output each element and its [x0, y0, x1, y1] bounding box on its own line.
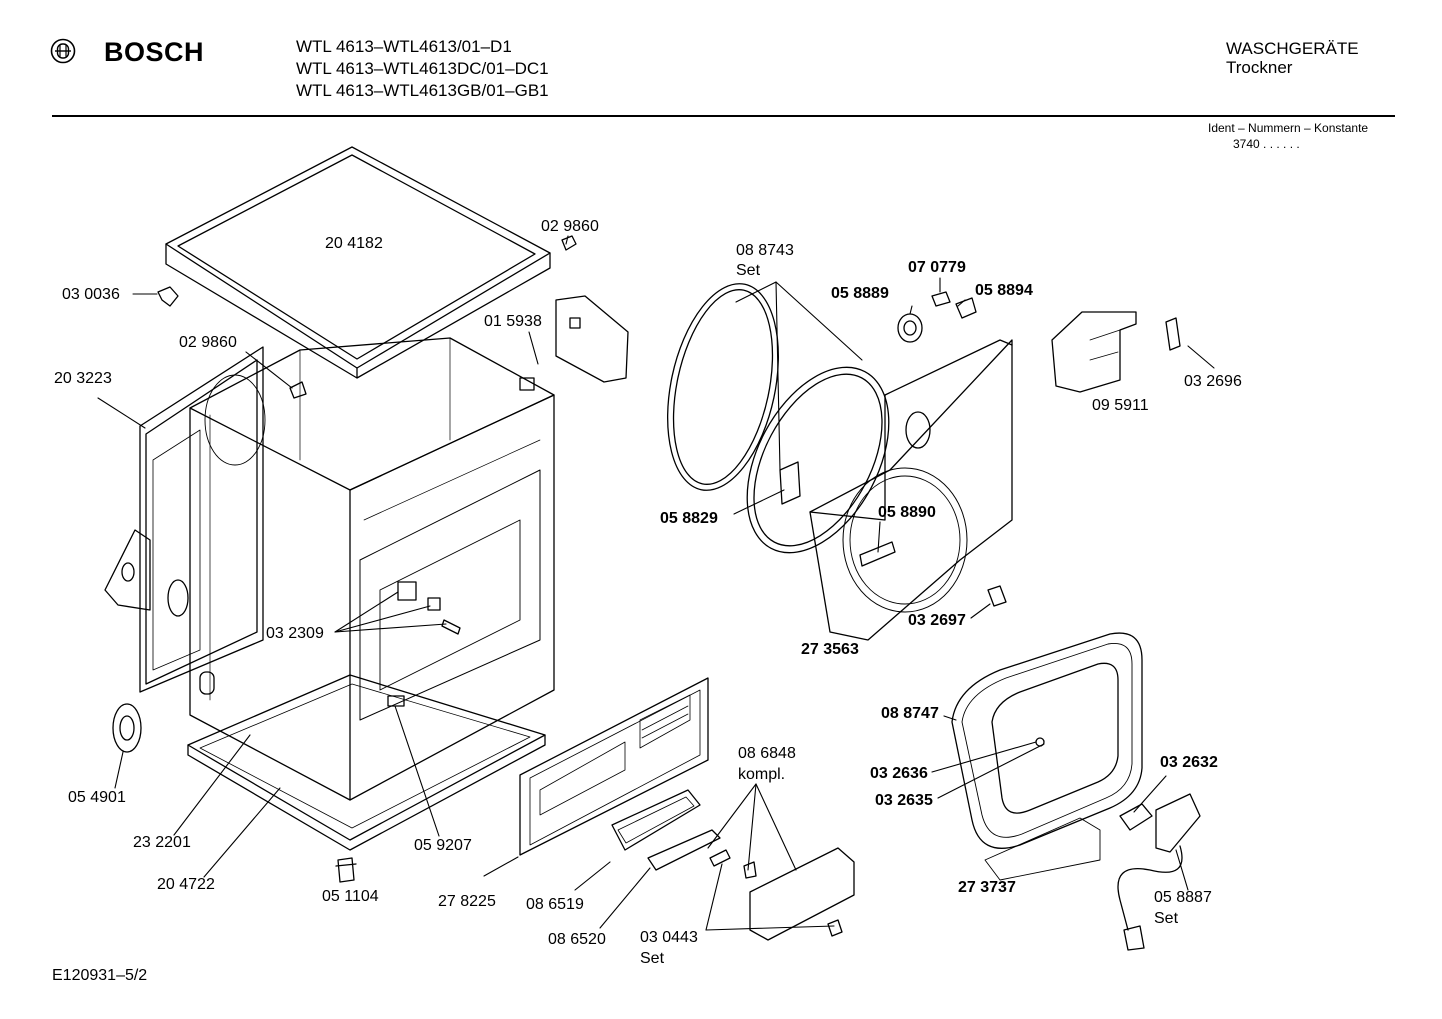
label-032696: 03 2696 — [1184, 373, 1242, 390]
label-058829: 05 8829 — [660, 510, 718, 527]
side-panel-part — [140, 347, 265, 692]
label-032697: 03 2697 — [908, 612, 966, 629]
label-204722: 20 4722 — [157, 876, 215, 893]
bolt-070779 — [932, 292, 950, 306]
handle-cover-086520 — [648, 830, 720, 870]
label-086520: 08 6520 — [548, 931, 606, 948]
leader-lines — [98, 236, 1214, 930]
label-278225: 27 8225 — [438, 893, 496, 910]
label-015938: 01 5938 — [484, 313, 542, 330]
category-title: WASCHGERÄTE — [1226, 39, 1359, 58]
label-058887: 05 8887 — [1154, 889, 1212, 906]
spring-058894 — [956, 298, 976, 318]
bosch-armature-icon — [50, 38, 76, 64]
model-line-1: WTL 4613–WTL4613/01–D1 — [296, 37, 512, 56]
label-032636: 03 2636 — [870, 765, 928, 782]
clip-086848 — [828, 920, 842, 936]
label-032632: 03 2632 — [1160, 754, 1218, 771]
label-030443: 03 0443 — [640, 929, 698, 946]
label-203223: 20 3223 — [54, 370, 112, 387]
label-051104: 05 1104 — [322, 888, 379, 905]
label-095911: 09 5911 — [1092, 397, 1149, 414]
clip-030036 — [158, 287, 178, 306]
door-seal-088743 — [650, 273, 918, 576]
model-line-2: WTL 4613–WTL4613DC/01–DC1 — [296, 59, 549, 78]
plug-029860-left — [290, 382, 306, 398]
handle-part-086519 — [612, 790, 700, 850]
label-029860-left: 02 9860 — [179, 334, 237, 351]
label-086519: 08 6519 — [526, 896, 584, 913]
label-204182: 20 4182 — [325, 235, 383, 252]
label-032309: 03 2309 — [266, 625, 324, 642]
label-088743-set: Set — [736, 262, 761, 279]
ident-value: 3740 . . . . . . — [1233, 137, 1300, 151]
label-032635: 03 2635 — [875, 792, 933, 809]
label-232201: 23 2201 — [133, 834, 191, 851]
brand-logo-text: BOSCH — [104, 37, 205, 67]
model-line-3: WTL 4613–WTL4613GB/01–GB1 — [296, 81, 549, 100]
label-273563: 27 3563 — [801, 641, 859, 658]
subcategory-title: Trockner — [1226, 58, 1293, 77]
screw-030443 — [710, 850, 756, 878]
part-032697 — [988, 586, 1006, 606]
label-059207: 05 9207 — [414, 837, 472, 854]
label-273737: 27 3737 — [958, 879, 1016, 896]
front-wall-273563 — [810, 340, 1012, 640]
label-070779: 07 0779 — [908, 259, 966, 276]
label-059207 — [388, 696, 404, 706]
header-divider — [52, 115, 1395, 117]
label-030443-set: Set — [640, 950, 665, 967]
label-088743: 08 8743 — [736, 242, 794, 259]
seal-clip-058829 — [780, 462, 800, 504]
label-029860-top: 02 9860 — [541, 218, 599, 235]
mounting-plate-015938 — [556, 296, 628, 382]
drawing-id: E120931–5/2 — [52, 967, 148, 984]
cover-plate-086848 — [750, 848, 854, 940]
top-cover-part — [166, 147, 550, 378]
bearing-058889 — [898, 314, 922, 342]
bushing-054901 — [113, 704, 141, 752]
front-panel-part — [520, 678, 708, 855]
plug-029860-top — [562, 236, 576, 250]
label-086848-kompl: kompl. — [738, 766, 786, 783]
label-086848: 08 6848 — [738, 745, 796, 762]
sensor-part-058887 — [1118, 794, 1200, 950]
cabinet-body-part — [190, 338, 554, 800]
label-054901: 05 4901 — [68, 789, 126, 806]
ident-label: Ident – Nummern – Konstante — [1208, 121, 1369, 135]
label-058894: 05 8894 — [975, 282, 1033, 299]
bearing-bracket-part — [105, 530, 188, 616]
duct-part-095911 — [1052, 312, 1136, 392]
switch-parts-032309 — [398, 582, 460, 634]
label-058890: 05 8890 — [878, 504, 936, 521]
label-058887-set: Set — [1154, 910, 1179, 927]
label-058889: 05 8889 — [831, 285, 889, 302]
door-part-273737 — [952, 633, 1142, 880]
base-frame-part — [188, 675, 545, 850]
foot-051104 — [336, 858, 356, 882]
part-032696 — [1166, 318, 1180, 350]
label-030036: 03 0036 — [62, 286, 120, 303]
label-088747: 08 8747 — [881, 705, 939, 722]
gasket-032632 — [1120, 804, 1152, 830]
